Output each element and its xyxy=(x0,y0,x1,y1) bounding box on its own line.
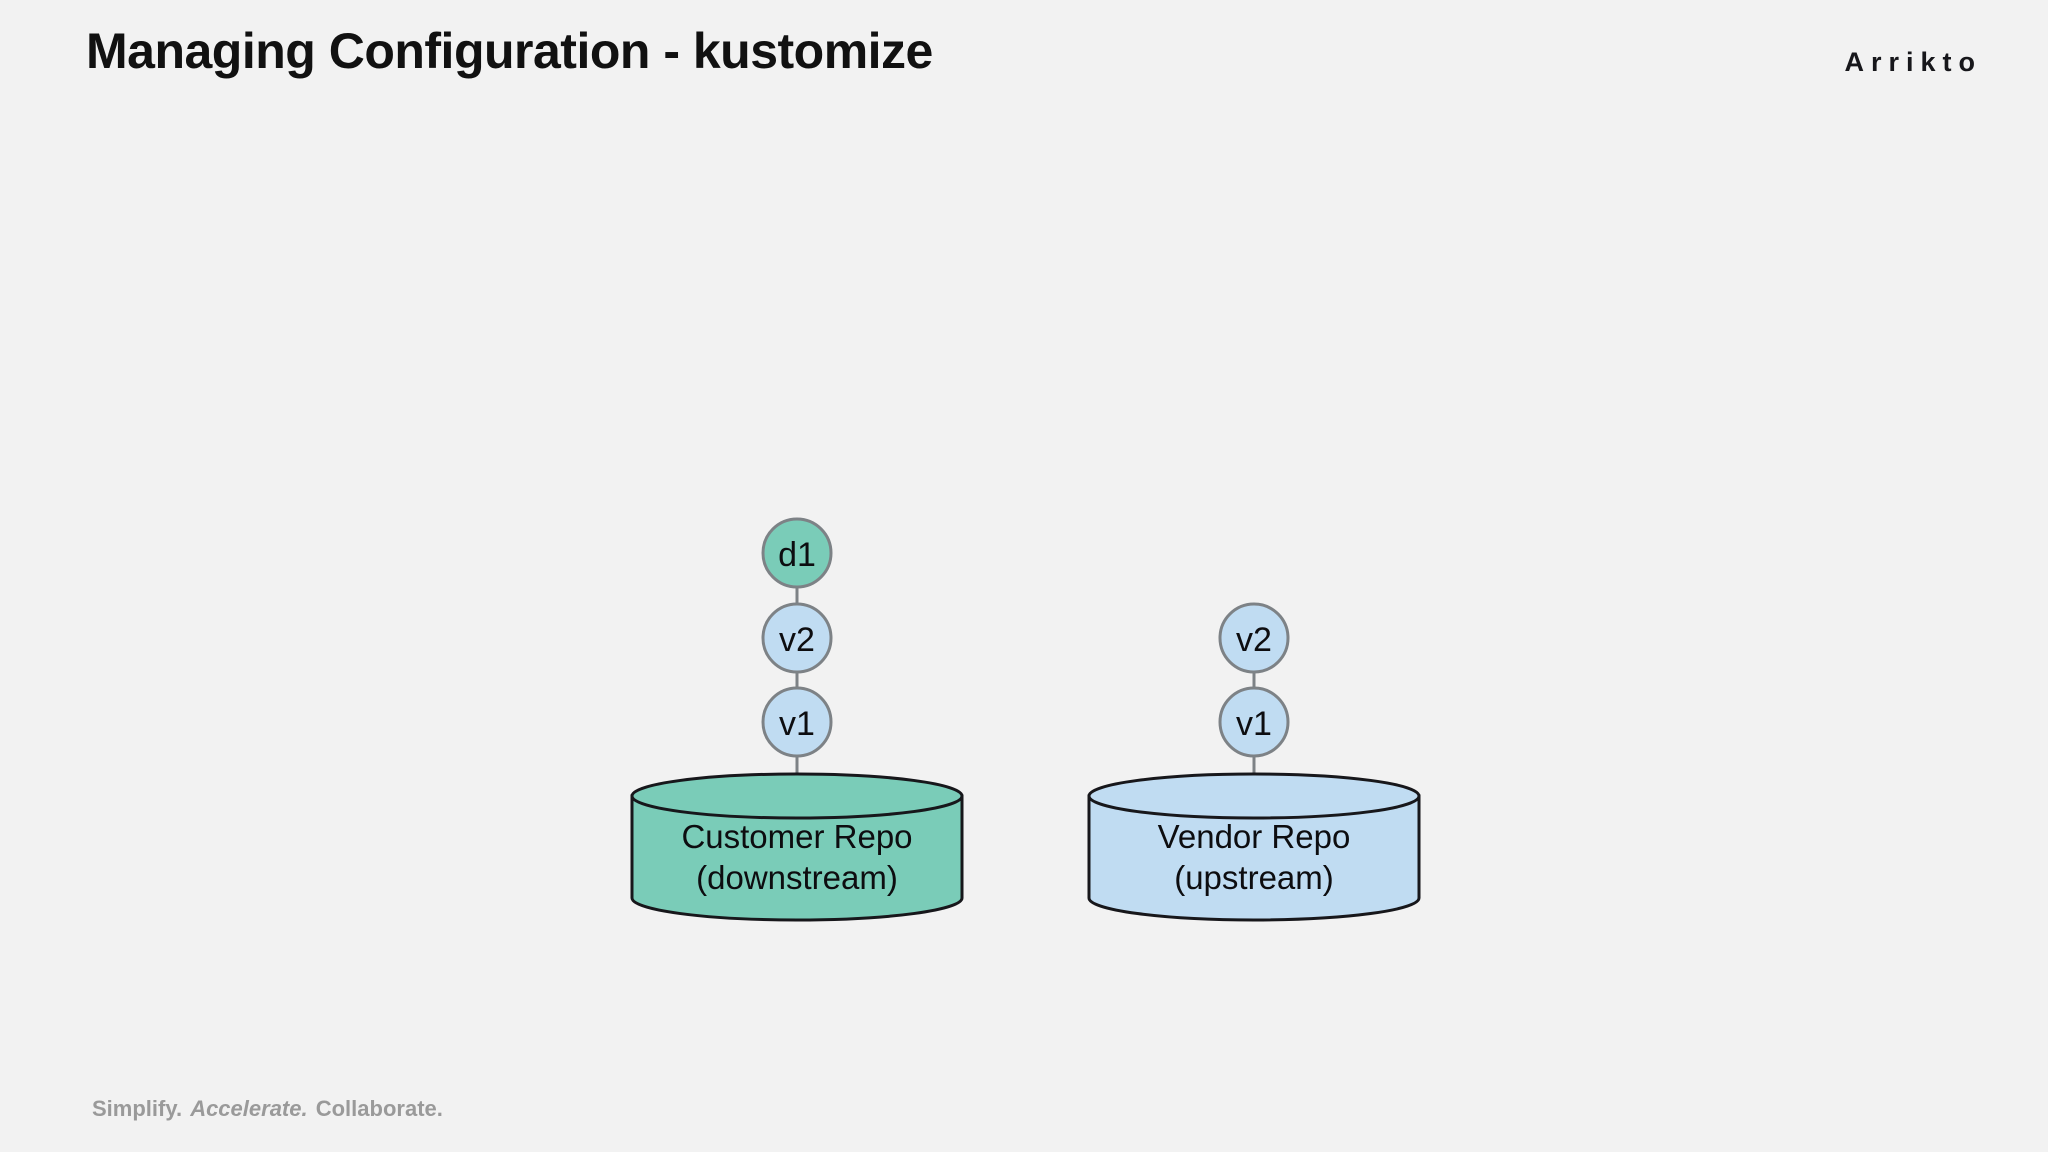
cylinder-vendor-repo-body xyxy=(1087,794,1421,922)
cylinder-vendor-repo-top xyxy=(1087,772,1421,820)
node-vendor-v1-circle xyxy=(1218,686,1290,758)
cylinder-customer-repo[interactable]: Customer Repo (downstream) xyxy=(630,772,964,922)
page-title: Managing Configuration - kustomize xyxy=(86,23,933,79)
cylinder-customer-repo-label-line2: (downstream) xyxy=(696,859,898,896)
footer-tagline: Simplify. Accelerate. Collaborate. xyxy=(92,1096,445,1122)
node-customer-v1[interactable]: v1 xyxy=(761,686,833,758)
node-customer-d1-label: d1 xyxy=(778,536,816,574)
footer-word-simplify: Simplify. xyxy=(92,1096,183,1121)
node-customer-v2-circle xyxy=(761,602,833,674)
node-customer-v1-circle xyxy=(761,686,833,758)
node-vendor-v1[interactable]: v1 xyxy=(1218,686,1290,758)
node-vendor-v2[interactable]: v2 xyxy=(1218,602,1290,674)
footer-word-accelerate: Accelerate. xyxy=(190,1096,308,1121)
cylinder-vendor-repo-label-line1: Vendor Repo xyxy=(1158,818,1351,855)
footer-word-collaborate: Collaborate. xyxy=(315,1096,443,1121)
node-customer-v2[interactable]: v2 xyxy=(761,602,833,674)
node-vendor-v2-label: v2 xyxy=(1236,621,1272,659)
cylinder-customer-repo-top xyxy=(630,772,964,820)
cylinder-vendor-repo[interactable]: Vendor Repo (upstream) xyxy=(1087,772,1421,922)
node-customer-v1-label: v1 xyxy=(779,705,815,743)
node-vendor-v2-circle xyxy=(1218,602,1290,674)
cylinder-vendor-repo-label-line2: (upstream) xyxy=(1174,859,1334,896)
cylinder-customer-repo-label-line1: Customer Repo xyxy=(681,818,912,855)
node-customer-v2-label: v2 xyxy=(779,621,815,659)
node-customer-d1[interactable]: d1 xyxy=(761,517,833,589)
node-vendor-v1-label: v1 xyxy=(1236,705,1272,743)
node-customer-d1-circle xyxy=(761,517,833,589)
arrikto-logo: Arrikto xyxy=(1844,47,1982,77)
cylinder-customer-repo-body xyxy=(630,794,964,922)
